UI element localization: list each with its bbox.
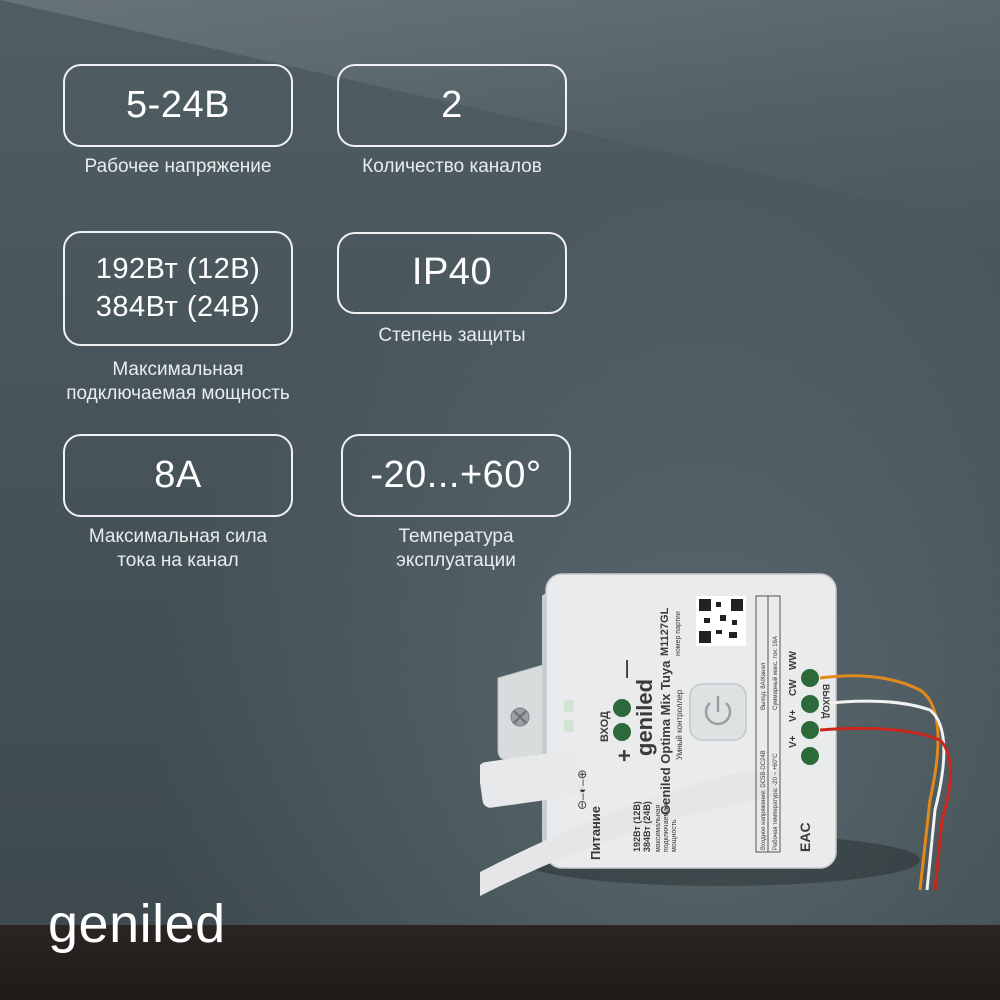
spec-box-protection: IP40 xyxy=(337,232,567,314)
device-input-label: ВХОД xyxy=(599,711,611,742)
device-power-label: Питание xyxy=(588,806,603,860)
device-spec-row3: Рабочая температура: -20 ~ +60°С xyxy=(773,753,779,850)
spec-box-power: 192Вт (12В) 384Вт (24В) xyxy=(63,231,293,346)
spec-caption-channels: Количество каналов xyxy=(362,156,542,177)
brand-logo: geniled xyxy=(48,894,226,954)
spec-caption-protection: Степень защиты xyxy=(378,325,526,346)
cable-strain-relief xyxy=(480,750,582,808)
spec-caption-power-line1: Максимальная xyxy=(112,359,244,380)
spec-value-protection: IP40 xyxy=(411,251,493,294)
device-output-label: ВЫХОД xyxy=(821,684,831,719)
device-minus-label: — xyxy=(616,660,636,678)
spec-caption-temperature-line1: Температура xyxy=(398,526,514,547)
wire-orange xyxy=(819,674,940,891)
spec-caption-power: Максимальная подключаемая мощность xyxy=(43,358,313,406)
device-spec-row2: Выход: 8А/Канал xyxy=(761,662,767,710)
spec-caption-voltage: Рабочее напряжение xyxy=(84,156,272,177)
device-plus-label: + xyxy=(612,749,637,762)
output-terminal-icon xyxy=(801,669,819,687)
screw-slot xyxy=(513,710,527,724)
qr-code-icon xyxy=(696,596,746,646)
input-terminal-icon xyxy=(613,723,631,741)
wire-white xyxy=(819,699,946,891)
device-spec-row1: Входное напряжение: DC5В-DC24В xyxy=(761,750,767,850)
spec-box-channels: 2 xyxy=(337,64,567,147)
spec-value-voltage: 5-24В xyxy=(126,83,230,126)
spec-value-temperature: -20...+60° xyxy=(370,453,542,496)
device-name: Geniled Optima Mix Tuya xyxy=(658,660,673,815)
device-out-pin-v1: V+ xyxy=(788,735,799,748)
spec-value-channels: 2 xyxy=(441,83,463,126)
device-power-symbol: ⊖–◐–⊕ xyxy=(575,769,589,810)
spec-caption-temperature: Температура эксплуатации xyxy=(341,525,571,573)
input-terminal-icon xyxy=(613,699,631,717)
power-icon xyxy=(704,702,732,726)
spec-value-power-12v: 192Вт (12В) xyxy=(95,252,261,285)
floor-shelf xyxy=(0,925,1000,1000)
device-subtitle: Умный контроллер xyxy=(675,689,684,760)
output-terminal-icon xyxy=(801,721,819,739)
device-out-pin-ww: WW xyxy=(788,651,799,670)
wire-red xyxy=(819,726,952,891)
spec-value-power-24v: 384Вт (24В) xyxy=(95,290,261,323)
spec-caption-temperature-line2: эксплуатации xyxy=(396,549,516,571)
controller-device: Питание ⊖–◐–⊕ ВХОД + — geniled Geniled O… xyxy=(480,573,952,896)
device-spec-row4: Суммарный макс. ток: 16А xyxy=(772,636,779,710)
device-out-pin-cw: CW xyxy=(788,679,799,696)
device-model: M1127GL xyxy=(659,607,671,656)
device-batch-label: номер партии xyxy=(675,611,682,656)
device-power-line2: 384Вт (24В) xyxy=(642,801,652,852)
spec-box-temperature: -20...+60° xyxy=(341,434,571,517)
device-cert-mark: EAC xyxy=(797,822,813,852)
output-terminal-icon xyxy=(801,695,819,713)
spec-caption-power-line2: подключаемая мощность xyxy=(66,382,290,404)
spec-caption-current-line2: тока на канал xyxy=(117,549,239,571)
spec-caption-current: Максимальная сила тока на канал xyxy=(63,525,293,573)
device-out-pin-v2: V+ xyxy=(788,709,799,722)
device-power-line4: подключаемая xyxy=(663,804,670,852)
device-power-line5: мощность xyxy=(671,819,678,852)
status-led-icon xyxy=(564,700,574,712)
spec-value-current: 8А xyxy=(154,453,202,496)
output-terminal-icon xyxy=(801,747,819,765)
device-power-line3: максимальная xyxy=(655,805,662,852)
spec-caption-current-line1: Максимальная сила xyxy=(88,526,268,547)
spec-box-current: 8А xyxy=(63,434,293,517)
status-led-icon xyxy=(564,720,574,732)
power-cable xyxy=(480,770,780,896)
device-brand: geniled xyxy=(632,679,657,756)
spec-box-voltage: 5-24В xyxy=(63,64,293,147)
device-power-line1: 192Вт (12В) xyxy=(632,801,642,852)
